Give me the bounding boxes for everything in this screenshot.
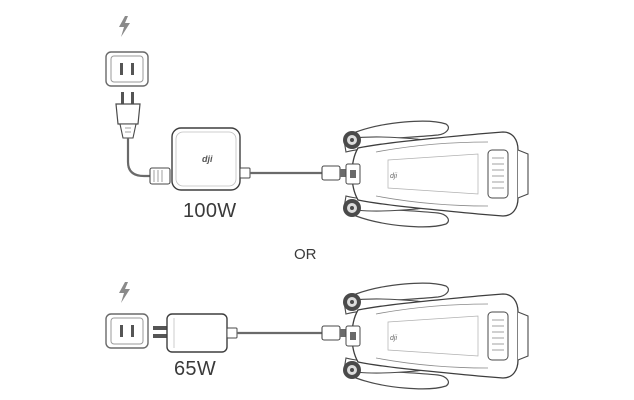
option-2-group xyxy=(105,282,529,390)
ac-cord xyxy=(126,138,150,178)
power-label-100w: 100W xyxy=(183,200,237,222)
drone-icon xyxy=(342,120,529,228)
power-label-65w: 65W xyxy=(174,358,217,380)
drone-icon xyxy=(342,282,529,390)
power-adapter-icon: dji xyxy=(171,127,241,191)
power-plug-icon xyxy=(115,92,141,139)
lightning-icon xyxy=(119,16,130,37)
or-separator: OR xyxy=(294,246,317,263)
usb-c-cable-icon xyxy=(237,325,346,341)
wall-socket-icon xyxy=(105,313,149,349)
usb-c-cable-icon xyxy=(239,165,346,181)
wall-socket-icon xyxy=(105,51,149,87)
option-1-group: dji xyxy=(105,16,529,228)
ac-connector xyxy=(149,167,171,185)
lightning-icon xyxy=(119,282,130,303)
adapter-logo: dji xyxy=(202,154,213,164)
power-adapter-icon xyxy=(153,313,238,353)
